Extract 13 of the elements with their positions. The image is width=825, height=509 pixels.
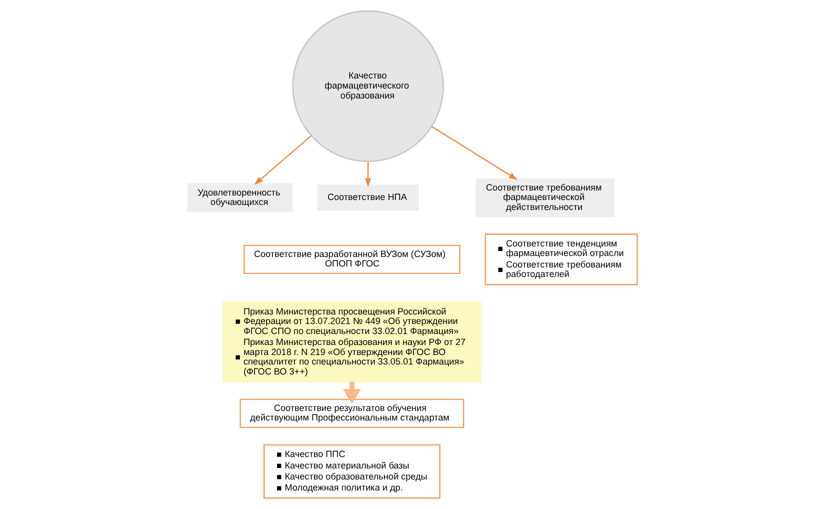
arrow <box>364 162 372 188</box>
node-box: Качество ППС Качество материальной базы Качество образовательной среды Молодежная политика и др. <box>264 444 440 499</box>
node-box: Соответствие НПА <box>317 184 419 211</box>
node-box: Приказ Министерства просвещения Российской Федерации от 13.07.2021 № 449 «Об утверждении ФГОС СПО по специальности 33.02.01 Фармация» Приказ Министерства образования и науки РФ от 27 марта 2018 г. N 219 «Об утверждении ФГОС ВО специалитет по специальности 33.05.01 Фармация» (ФГОС ВО 3++) <box>222 302 482 382</box>
node-box: Соответствие требованиям фармацевтической действительности <box>476 178 615 218</box>
node-box: Удовлетворенность обучающихся <box>187 183 293 212</box>
node-circle: Качество фармацевтического образования <box>292 10 444 162</box>
node-box: Соответствие разработанной ВУЗом (СУЗом) ОПОП ФГОС <box>244 244 460 274</box>
arrow <box>254 135 312 185</box>
node-box: Соответствие результатов обучения действующим Профессиональным стандартам <box>240 398 464 428</box>
arrow <box>342 382 362 404</box>
node-box: Соответствие тенденциям фармацевтической отрасли Соответствие требованиям работодателей <box>484 234 638 286</box>
arrow <box>431 126 518 180</box>
